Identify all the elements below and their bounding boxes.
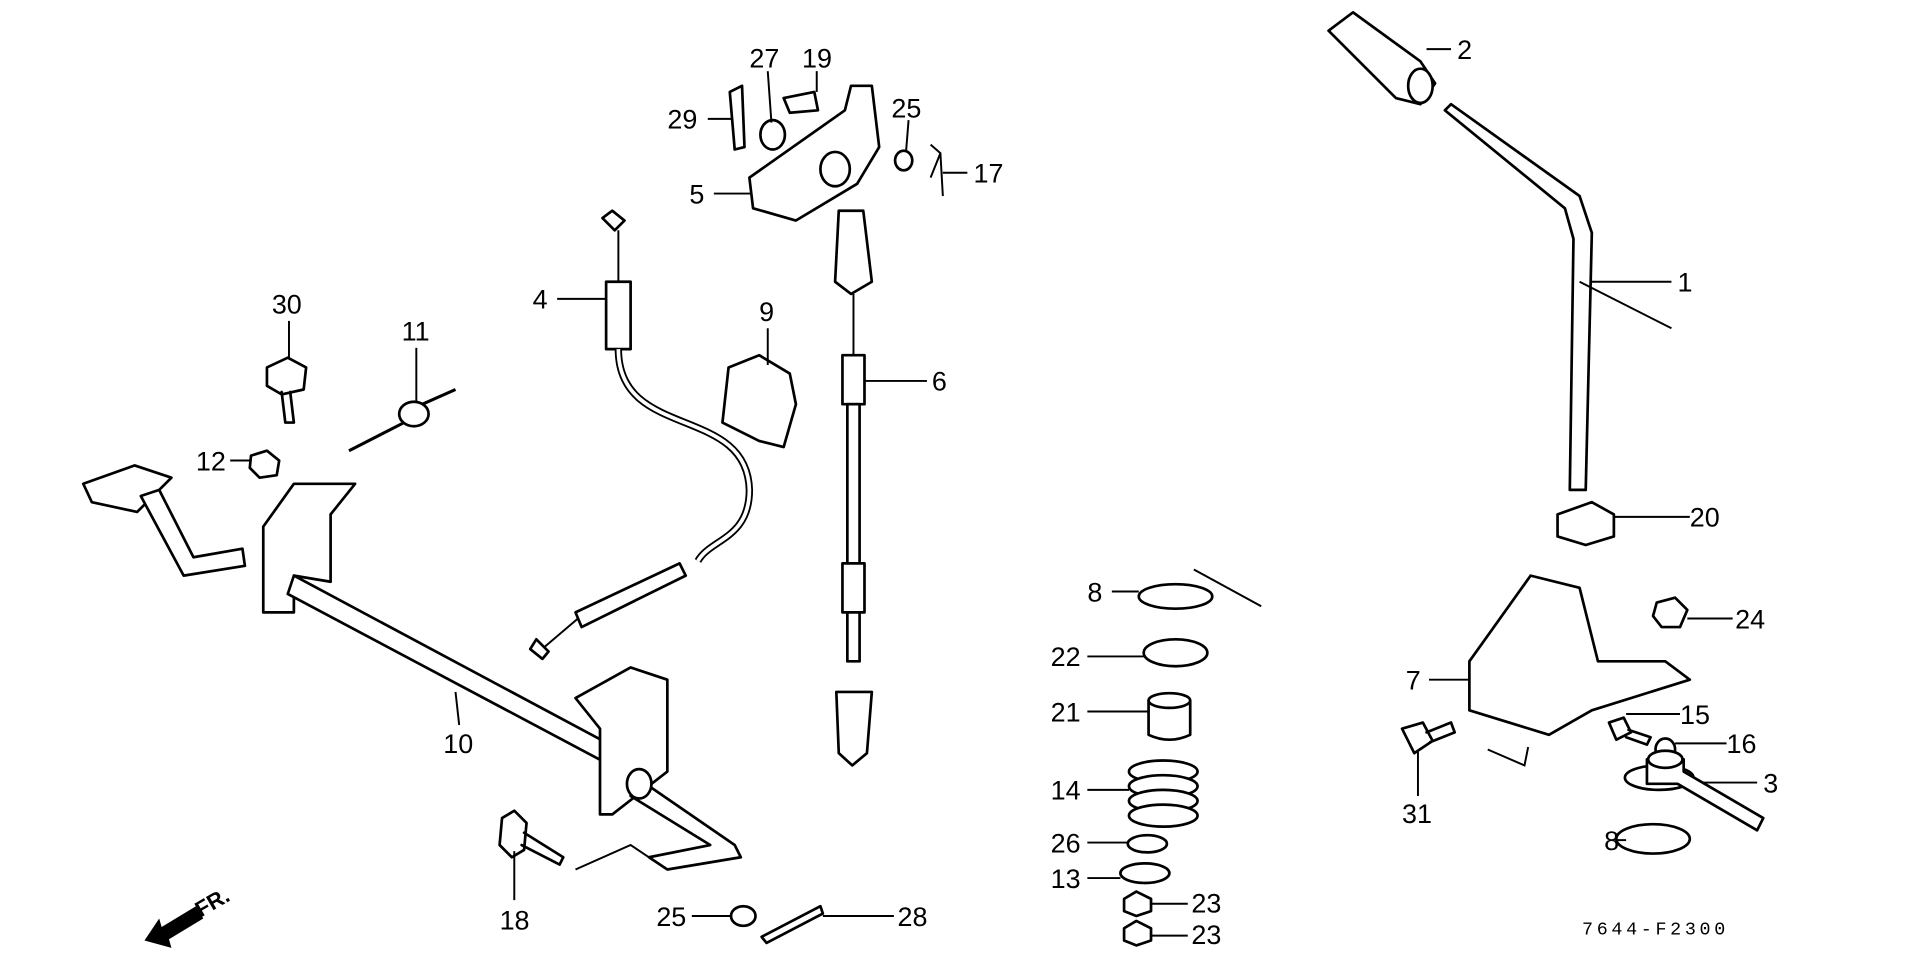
callout-21: 21 <box>1051 697 1081 727</box>
callout-29: 29 <box>667 105 697 135</box>
callout-1: 1 <box>1678 268 1693 298</box>
part-shift-lever <box>1443 102 1672 492</box>
part-nut-23a <box>1122 890 1153 918</box>
callout-24: 24 <box>1735 604 1765 634</box>
part-nut <box>1651 596 1689 629</box>
part-bolt-30 <box>265 356 308 424</box>
callout-labels: 2 29 27 19 25 17 5 1 4 30 11 9 6 12 20 8… <box>196 35 1778 950</box>
callout-2: 2 <box>1457 35 1472 65</box>
part-washer-22 <box>1142 637 1209 668</box>
callout-15: 15 <box>1680 700 1710 730</box>
callout-23b: 23 <box>1191 920 1221 950</box>
callout-25b: 25 <box>656 902 686 932</box>
part-washer-25 <box>729 904 757 928</box>
part-spring <box>1127 759 1199 828</box>
part-throttle-arm <box>728 84 944 222</box>
part-nut-23b <box>1122 919 1153 947</box>
part-washer-26 <box>1126 833 1169 854</box>
part-lever-bracket <box>1193 568 1692 767</box>
callout-31: 31 <box>1402 799 1432 829</box>
part-spring-11 <box>348 388 457 453</box>
part-rod <box>833 209 874 767</box>
callout-22: 22 <box>1051 642 1081 672</box>
part-arm <box>1623 749 1765 832</box>
part-collar <box>1147 699 1192 742</box>
callout-17: 17 <box>973 159 1003 189</box>
part-pedal-shaft <box>81 464 743 871</box>
part-washer-8 <box>1137 582 1214 611</box>
part-nut-12 <box>248 449 281 480</box>
callout-7: 7 <box>1406 666 1421 696</box>
callout-9: 9 <box>759 297 774 327</box>
front-direction-arrow: FR. <box>144 883 234 948</box>
callout-10: 10 <box>443 729 473 759</box>
part-washer-13 <box>1119 862 1171 885</box>
callout-11: 11 <box>402 317 430 347</box>
callout-3: 3 <box>1763 768 1778 798</box>
callout-28: 28 <box>898 902 928 932</box>
callout-12: 12 <box>196 446 226 476</box>
callout-23: 23 <box>1191 888 1221 918</box>
callout-16: 16 <box>1727 729 1757 759</box>
part-grip <box>1327 11 1437 106</box>
callout-19: 19 <box>802 43 832 73</box>
callout-5: 5 <box>689 179 704 209</box>
callout-8b: 8 <box>1604 826 1619 856</box>
leader-lines <box>230 48 1758 937</box>
callout-6: 6 <box>932 367 947 397</box>
part-boot <box>1556 500 1616 547</box>
part-clip <box>721 353 798 449</box>
diagram-code: 7644-F2300 <box>1582 919 1729 940</box>
part-bolt-small <box>1607 716 1652 746</box>
part-pin <box>498 809 565 866</box>
callout-14: 14 <box>1051 776 1081 806</box>
callout-18: 18 <box>500 906 530 936</box>
part-cotter-pin <box>760 904 825 945</box>
part-bolt <box>1400 721 1457 755</box>
callout-27: 27 <box>749 43 779 73</box>
callout-20: 20 <box>1690 503 1720 533</box>
callout-30: 30 <box>272 290 302 320</box>
part-cable <box>528 209 754 661</box>
callout-25: 25 <box>891 94 921 124</box>
callout-13: 13 <box>1051 864 1081 894</box>
callout-4: 4 <box>533 285 548 315</box>
callout-8: 8 <box>1087 577 1102 607</box>
part-washer-large <box>1614 822 1692 855</box>
callout-26: 26 <box>1051 828 1081 858</box>
